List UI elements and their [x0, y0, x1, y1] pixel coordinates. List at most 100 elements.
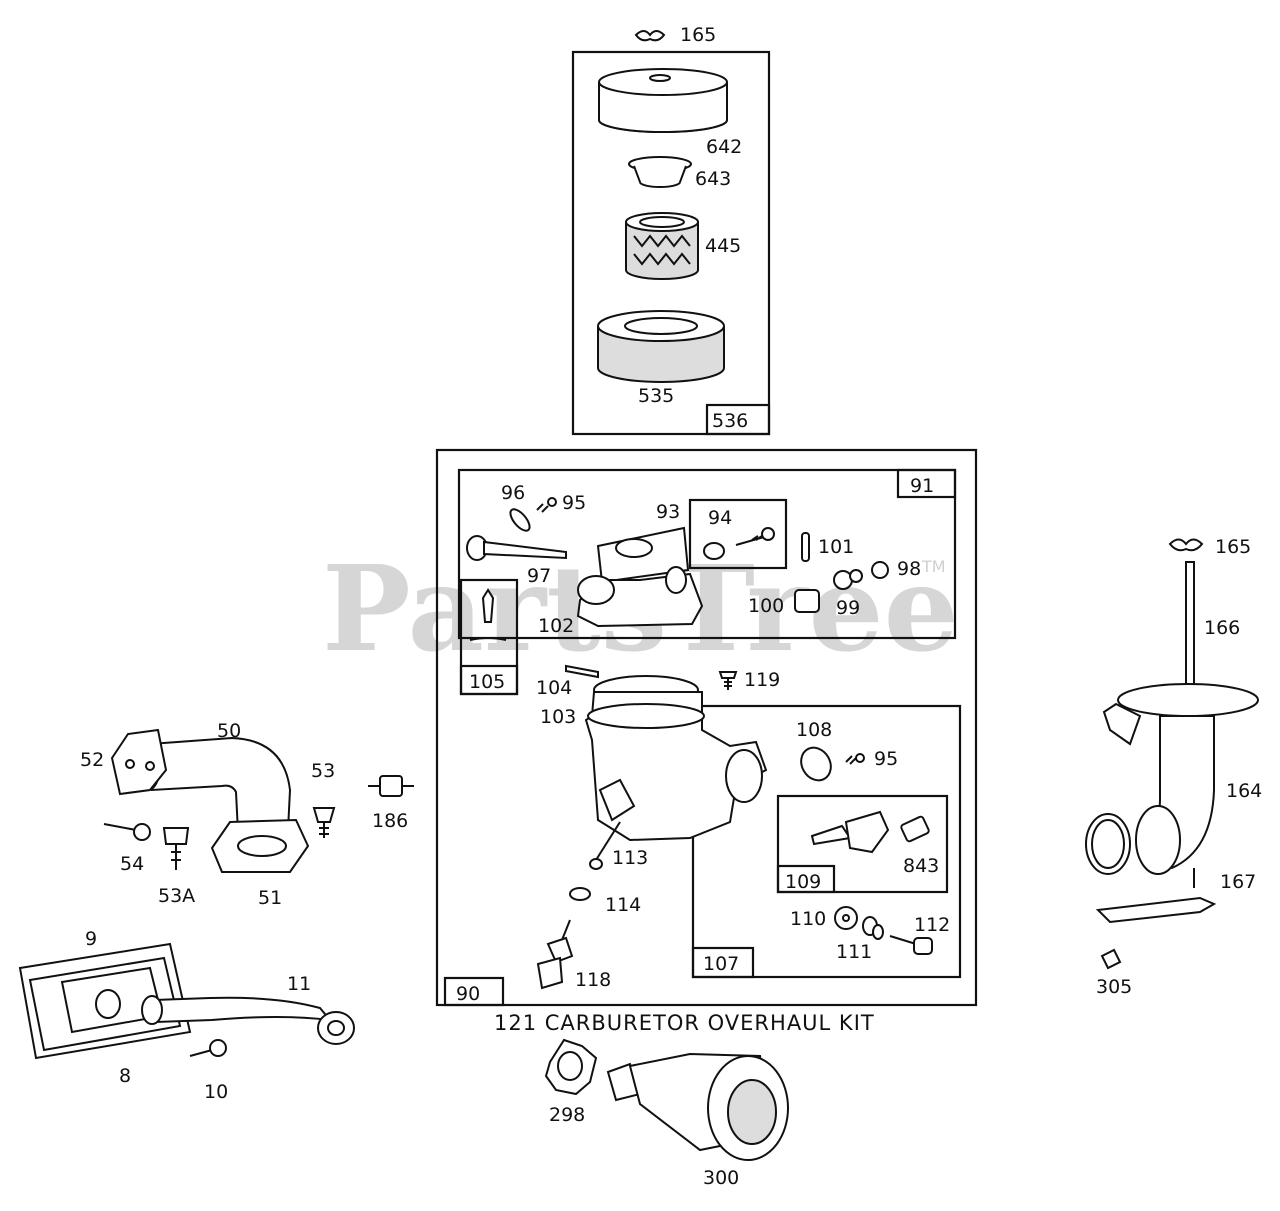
- label-95-lower: 95: [874, 748, 898, 770]
- screw-95-lower[interactable]: [845, 753, 865, 765]
- air-cleaner-cover-642[interactable]: [598, 68, 728, 133]
- wing-nut-165[interactable]: [634, 30, 666, 42]
- label-108: 108: [796, 719, 832, 741]
- filter-element-445[interactable]: [625, 212, 699, 280]
- screw-119[interactable]: [718, 671, 738, 690]
- label-96: 96: [501, 482, 525, 504]
- box-91-label-frame: [896, 468, 957, 499]
- choke-843[interactable]: [810, 810, 930, 854]
- fitting-186[interactable]: [368, 775, 414, 797]
- label-99: 99: [836, 597, 860, 619]
- carburetor-group: 90 91 94 105 96 95 97: [435, 448, 978, 1035]
- watermark-tm: TM: [921, 557, 946, 576]
- label-50: 50: [217, 720, 241, 742]
- nut-305[interactable]: [1100, 948, 1122, 970]
- right-intake-group: 165 166 164 167 305: [1085, 536, 1262, 998]
- label-8: 8: [119, 1065, 131, 1087]
- box-109-label: 109: [785, 871, 821, 893]
- seal-110[interactable]: [834, 906, 858, 930]
- jet-118[interactable]: [536, 919, 574, 990]
- gasket-51[interactable]: [210, 818, 310, 873]
- label-164: 164: [1226, 780, 1262, 802]
- screw-54[interactable]: [103, 823, 151, 841]
- label-93: 93: [656, 501, 680, 523]
- oring-elbow[interactable]: [1085, 813, 1131, 875]
- label-103: 103: [540, 706, 576, 728]
- valve-98[interactable]: [871, 561, 889, 579]
- box-90-label: 90: [456, 983, 480, 1005]
- label-305: 305: [1096, 976, 1132, 998]
- tube-11[interactable]: [141, 995, 355, 1045]
- box-107: [691, 704, 962, 979]
- label-101: 101: [818, 536, 854, 558]
- wing-nut-165-right[interactable]: [1168, 538, 1204, 552]
- label-843: 843: [903, 855, 939, 877]
- label-535: 535: [638, 385, 674, 407]
- box-91-label: 91: [910, 475, 934, 497]
- gasket-52[interactable]: [110, 728, 168, 796]
- label-642: 642: [706, 136, 742, 158]
- pin-104[interactable]: [565, 664, 599, 679]
- stud-166[interactable]: [1185, 561, 1195, 693]
- box-107-label: 107: [703, 953, 739, 975]
- elbow-164[interactable]: [1102, 683, 1259, 875]
- screw-112[interactable]: [889, 935, 933, 955]
- label-95-top: 95: [562, 492, 586, 514]
- plate-108[interactable]: [795, 742, 836, 785]
- box-536-label-frame: [705, 403, 771, 436]
- label-112: 112: [914, 914, 950, 936]
- shaft-97[interactable]: [466, 535, 567, 561]
- washer-114[interactable]: [569, 887, 591, 901]
- screw-10[interactable]: [189, 1039, 227, 1057]
- label-119: 119: [744, 669, 780, 691]
- foam-element-535[interactable]: [597, 310, 725, 383]
- label-11: 11: [287, 973, 311, 995]
- needle-113[interactable]: [589, 821, 621, 870]
- label-165-right: 165: [1215, 536, 1251, 558]
- box-90-label-frame: [443, 976, 505, 1007]
- upper-body-93[interactable]: [576, 526, 704, 628]
- label-114: 114: [605, 894, 641, 916]
- box-91: [457, 468, 957, 640]
- label-9: 9: [85, 928, 97, 950]
- label-111: 111: [836, 941, 872, 963]
- cup-643[interactable]: [628, 156, 692, 188]
- carburetor-body[interactable]: [584, 675, 768, 842]
- label-51: 51: [258, 887, 282, 909]
- spring-111[interactable]: [862, 916, 884, 940]
- label-300: 300: [703, 1167, 739, 1189]
- label-53: 53: [311, 760, 335, 782]
- seat-94[interactable]: [703, 527, 775, 560]
- label-113: 113: [612, 847, 648, 869]
- breather-group: 9 8 11 10: [18, 928, 355, 1103]
- spring-99[interactable]: [833, 569, 863, 590]
- fitting-100[interactable]: [794, 589, 820, 613]
- box-109: [776, 794, 949, 894]
- label-110: 110: [790, 908, 826, 930]
- label-53a: 53A: [158, 885, 195, 907]
- screw-95-top[interactable]: [536, 497, 557, 513]
- bracket-167[interactable]: [1095, 868, 1217, 924]
- muffler-300[interactable]: [606, 1052, 789, 1161]
- nut-298[interactable]: [544, 1038, 598, 1096]
- pin-101[interactable]: [801, 532, 810, 562]
- bolt-53a[interactable]: [162, 827, 190, 870]
- bolt-53[interactable]: [312, 807, 336, 838]
- gasket-96[interactable]: [507, 506, 533, 534]
- label-186: 186: [372, 810, 408, 832]
- box-105-label-frame: [459, 664, 519, 696]
- muffler-group: 298 300: [544, 1038, 789, 1189]
- label-10: 10: [204, 1081, 228, 1103]
- label-167: 167: [1220, 871, 1256, 893]
- label-118: 118: [575, 969, 611, 991]
- intake-elbow-group: 50 52 51 53 186 54 53A: [80, 720, 414, 909]
- label-165-top: 165: [680, 24, 716, 46]
- box-94-label: 94: [708, 507, 732, 529]
- label-166: 166: [1204, 617, 1240, 639]
- cover-8[interactable]: [28, 956, 182, 1052]
- needle-105[interactable]: [469, 588, 507, 641]
- label-298: 298: [549, 1104, 585, 1126]
- box-536-label: 536: [712, 410, 748, 432]
- label-97: 97: [527, 565, 551, 587]
